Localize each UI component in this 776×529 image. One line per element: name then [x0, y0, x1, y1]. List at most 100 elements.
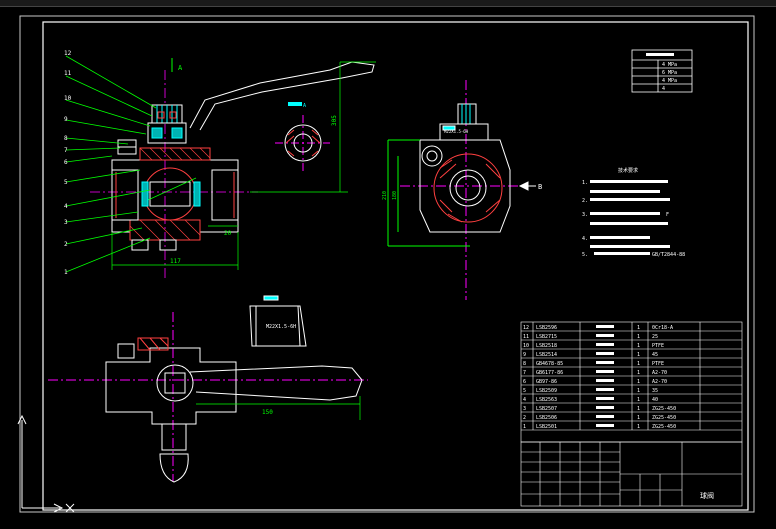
tech-requirements: 技术要求 1. 2. 3. F 4. 5. GB/T2844-88: [582, 167, 685, 258]
side-view: [387, 80, 536, 300]
param-row-3: 4: [662, 86, 665, 92]
bom-material: 40: [652, 397, 658, 403]
svg-text:A: A: [303, 103, 306, 109]
part-no-7: 7: [64, 147, 68, 154]
bom-code: LSB2596: [536, 325, 557, 331]
bom-material: ZG25-450: [652, 415, 676, 421]
outer-frame: [19, 15, 755, 513]
bom-no: 3: [523, 406, 526, 412]
param-row-2: 4 MPa: [662, 78, 677, 84]
bom-material: A2-70: [652, 370, 667, 376]
bom-qty: 1: [637, 379, 640, 385]
bom-no: 4: [523, 397, 526, 403]
handle-lever: [189, 61, 375, 131]
bom-name-mark: [596, 325, 614, 328]
params-values: 4 MPa 6 MPa 4 MPa 4: [662, 62, 677, 92]
front-view: [90, 61, 375, 280]
bom-material: 35: [652, 388, 658, 394]
part-no-3: 3: [64, 219, 68, 226]
bom-qty: 1: [637, 334, 640, 340]
bom-qty: 1: [637, 370, 640, 376]
bom-material: PTFE: [652, 361, 664, 367]
bom-material: 0Cr18-A: [652, 325, 673, 331]
bom-material: PTFE: [652, 343, 664, 349]
bom-qty: 1: [637, 361, 640, 367]
bom-material: ZG25-450: [652, 424, 676, 430]
section-a-marker: A: [171, 58, 183, 72]
view-label-a: A: [178, 64, 183, 72]
bom-qty: 1: [637, 325, 640, 331]
side-thread-label: M22X1.5-6H: [444, 129, 469, 134]
tech-item-3: 3.: [582, 212, 588, 218]
dim-20: 20: [224, 230, 232, 237]
part-no-8: 8: [64, 135, 68, 142]
top-view: [48, 312, 368, 483]
bom-name-mark: [596, 334, 614, 337]
bom-name-mark: [596, 424, 614, 427]
dim-305: 305: [331, 115, 338, 126]
bom-material: ZG25-450: [652, 406, 676, 412]
bom-no: 6: [523, 379, 526, 385]
bonnet: [147, 122, 187, 144]
part-leaders: [65, 55, 157, 273]
bom-no: 11: [523, 334, 529, 340]
bom-name-mark: [596, 379, 614, 382]
bom-qty: 1: [637, 415, 640, 421]
detail-label: M22X1.5-6H: [266, 324, 296, 330]
part-no-12: 12: [64, 50, 72, 57]
part-number-labels: 12 11 10 9 8 7 6 5 4 3 2 1: [64, 50, 72, 276]
tech-std: GB/T2844-88: [652, 252, 685, 258]
bom-code: LSB2506: [536, 415, 557, 421]
part-no-1: 1: [64, 269, 68, 276]
bom-code: GB97-86: [536, 379, 557, 385]
bom-no: 1: [523, 424, 526, 430]
bom-no: 5: [523, 388, 526, 394]
bom-code: LSB2507: [536, 406, 557, 412]
tech-item-4: 4.: [582, 236, 588, 242]
part-no-4: 4: [64, 203, 68, 210]
bom-qty: 1: [637, 424, 640, 430]
bom-name-mark: [596, 388, 614, 391]
bom-code: LSB2514: [536, 352, 557, 358]
bom-name-mark: [596, 370, 614, 373]
title-block-name: 球阀: [700, 491, 714, 500]
param-row-1: 6 MPa: [662, 70, 677, 76]
detail-view: [249, 295, 307, 347]
bom-code: LSB2501: [536, 424, 557, 430]
bom-code: LSB2563: [536, 397, 557, 403]
param-row-0: 4 MPa: [662, 62, 677, 68]
port-inner: [449, 169, 487, 207]
bom-name-mark: [596, 352, 614, 355]
tech-item-5: 5.: [582, 252, 588, 258]
bom-no: 12: [523, 325, 529, 331]
section-a-a-view: A: [275, 102, 330, 172]
dim-210: 210: [382, 191, 388, 200]
tech-title: 技术要求: [618, 167, 638, 174]
bom-qty: 1: [637, 343, 640, 349]
dim-117: 117: [170, 258, 181, 265]
bom-name-mark: [596, 406, 614, 409]
bom-qty: 1: [637, 397, 640, 403]
bom-name-mark: [596, 361, 614, 364]
bom-name-mark: [596, 397, 614, 400]
part-no-10: 10: [64, 95, 72, 102]
dim-150: 150: [262, 409, 273, 416]
bom-qty: 1: [637, 406, 640, 412]
part-no-5: 5: [64, 179, 68, 186]
params-table: [631, 49, 693, 93]
front-dimensions: [111, 61, 376, 270]
top-handle: [189, 365, 363, 401]
part-no-9: 9: [64, 116, 68, 123]
tech-item-2: 2.: [582, 198, 588, 204]
bom-material: 25: [652, 334, 658, 340]
bom-no: 10: [523, 343, 529, 349]
ucs-icon: [17, 414, 75, 513]
view-label-b: B: [538, 183, 542, 191]
bonnet-nut: [421, 145, 443, 167]
part-no-11: 11: [64, 70, 72, 77]
inner-frame: [42, 21, 749, 511]
ball: [143, 167, 197, 221]
bom-code: LSB2715: [536, 334, 557, 340]
